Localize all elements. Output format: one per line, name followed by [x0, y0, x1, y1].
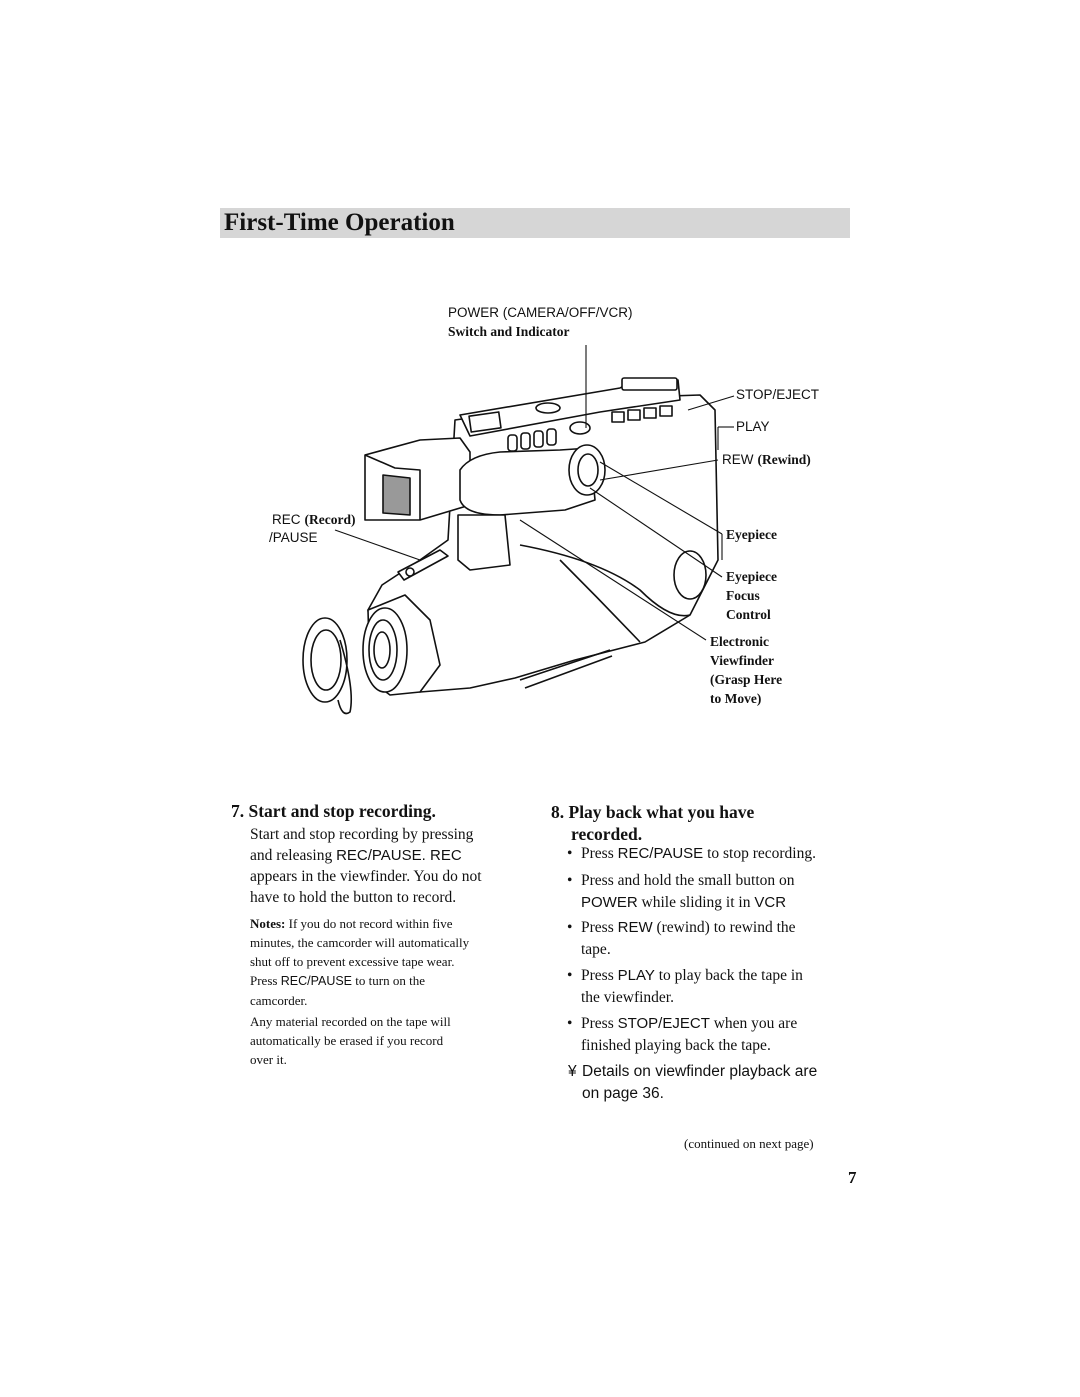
eyepiece-focus-label-2: Focus: [726, 588, 760, 603]
pause-label: /PAUSE: [269, 530, 318, 545]
step8-heading-line-1: 8. Play back what you have: [551, 802, 755, 822]
notes-line-4-post: to turn on the: [352, 973, 425, 988]
step7-notes: Notes: If you do not record within five …: [250, 914, 540, 1010]
notes-line-5: camcorder.: [250, 993, 308, 1008]
details-line-2: on page 36.: [582, 1085, 664, 1102]
rew-key: REW: [722, 452, 754, 467]
viewfinder-label-2: Viewfinder: [710, 653, 774, 668]
list-item: • Press PLAY to play back the tape in th…: [567, 965, 871, 1009]
bullet4-key: PLAY: [617, 967, 655, 984]
bullet3-line-2: tape.: [581, 941, 611, 958]
details-note: ¥ Details on viewfinder playback are on …: [568, 1061, 882, 1105]
details-line-1: Details on viewfinder playback are: [582, 1063, 818, 1080]
rec-pause-key-text: REC/PAUSE. REC: [336, 847, 462, 864]
viewfinder-label-1: Electronic: [710, 634, 769, 649]
rec-description: (Record): [304, 512, 356, 527]
warning-line-3: over it.: [250, 1052, 287, 1067]
notes-line-1: If you do not record within five: [285, 916, 453, 931]
notes-line-2: minutes, the camcorder will automaticall…: [250, 935, 470, 950]
step7-line-4: have to hold the button to record.: [250, 889, 457, 906]
bullet3-key: REW: [617, 919, 653, 936]
bullet1-key: REC/PAUSE: [617, 845, 704, 862]
warning-line-2: automatically be erased if you record: [250, 1033, 444, 1048]
warning-line-1: Any material recorded on the tape will: [250, 1014, 451, 1029]
notes-label: Notes:: [250, 916, 286, 931]
bullet4-line-2: the viewfinder.: [581, 989, 674, 1006]
step7-heading: 7. Start and stop recording.: [231, 801, 436, 821]
list-item: • Press REW (rewind) to rewind the tape.: [567, 917, 871, 961]
list-item: • Press and hold the small button on POW…: [567, 870, 871, 914]
camcorder-illustration: [302, 345, 735, 715]
list-item: • Press STOP/EJECT when you are finished…: [567, 1013, 871, 1057]
bullet2-line-1: Press and hold the small button on: [581, 872, 795, 889]
step8-heading-line-2: recorded.: [571, 824, 643, 844]
page-number: 7: [848, 1168, 857, 1187]
stop-eject-label: STOP/EJECT: [736, 387, 820, 402]
bullet2-vcr-key: VCR: [754, 894, 787, 911]
rew-description: (Rewind): [757, 452, 811, 467]
bullet2-mid: while sliding it in: [637, 894, 755, 911]
section-title-bar: First-Time Operation: [220, 208, 850, 238]
rec-label: REC (Record): [272, 511, 356, 529]
continued-note: (continued on next page): [684, 1136, 814, 1151]
notes-line-4-pre: Press: [250, 973, 281, 988]
step7-line-2: and releasing REC/PAUSE. REC: [250, 845, 540, 866]
eyepiece-focus-label-1: Eyepiece: [726, 569, 777, 584]
notes-line-3: shut off to prevent excessive tape wear.: [250, 954, 455, 969]
details-mark: ¥: [568, 1063, 577, 1080]
power-switch-label: POWER (CAMERA/OFF/VCR): [448, 305, 633, 320]
viewfinder-label-4: to Move): [710, 691, 762, 706]
play-label: PLAY: [736, 419, 770, 434]
bullet5-key: STOP/EJECT: [617, 1015, 710, 1032]
step7-line-2-text: and releasing: [250, 847, 337, 864]
notes-rec-pause-key: REC/PAUSE: [280, 974, 353, 988]
eyepiece-focus-label-3: Control: [726, 607, 771, 622]
bullet3-pre: Press: [581, 919, 618, 936]
step7-line-3: appears in the viewfinder. You do not: [250, 868, 482, 885]
viewfinder-label-3: (Grasp Here: [710, 672, 783, 687]
bullet3-post: (rewind) to rewind the: [652, 919, 796, 936]
bullet5-pre: Press: [581, 1015, 618, 1032]
page-title: First-Time Operation: [224, 209, 455, 236]
bullet4-pre: Press: [581, 967, 618, 984]
bullet5-line-2: finished playing back the tape.: [581, 1037, 771, 1054]
bullet4-post: to play back the tape in: [654, 967, 803, 984]
list-item: • Press REC/PAUSE to stop recording.: [567, 845, 816, 862]
eyepiece-label: Eyepiece: [726, 527, 777, 542]
bullet2-power-key: POWER: [581, 894, 638, 911]
step8-heading: 8. Play back what you have recorded.: [551, 801, 754, 845]
bullet1-post: to stop recording.: [703, 845, 816, 862]
step7-paragraph: Start and stop recording by pressing and…: [250, 824, 540, 908]
step7-line-1: Start and stop recording by pressing: [250, 826, 474, 843]
bullet1-pre: Press: [581, 845, 618, 862]
rew-label: REW (Rewind): [722, 451, 811, 469]
step7-warning: Any material recorded on the tape will a…: [250, 1012, 540, 1069]
bullet5-post: when you are: [709, 1015, 798, 1032]
rec-key: REC: [272, 512, 301, 527]
power-switch-sublabel: Switch and Indicator: [448, 324, 570, 339]
